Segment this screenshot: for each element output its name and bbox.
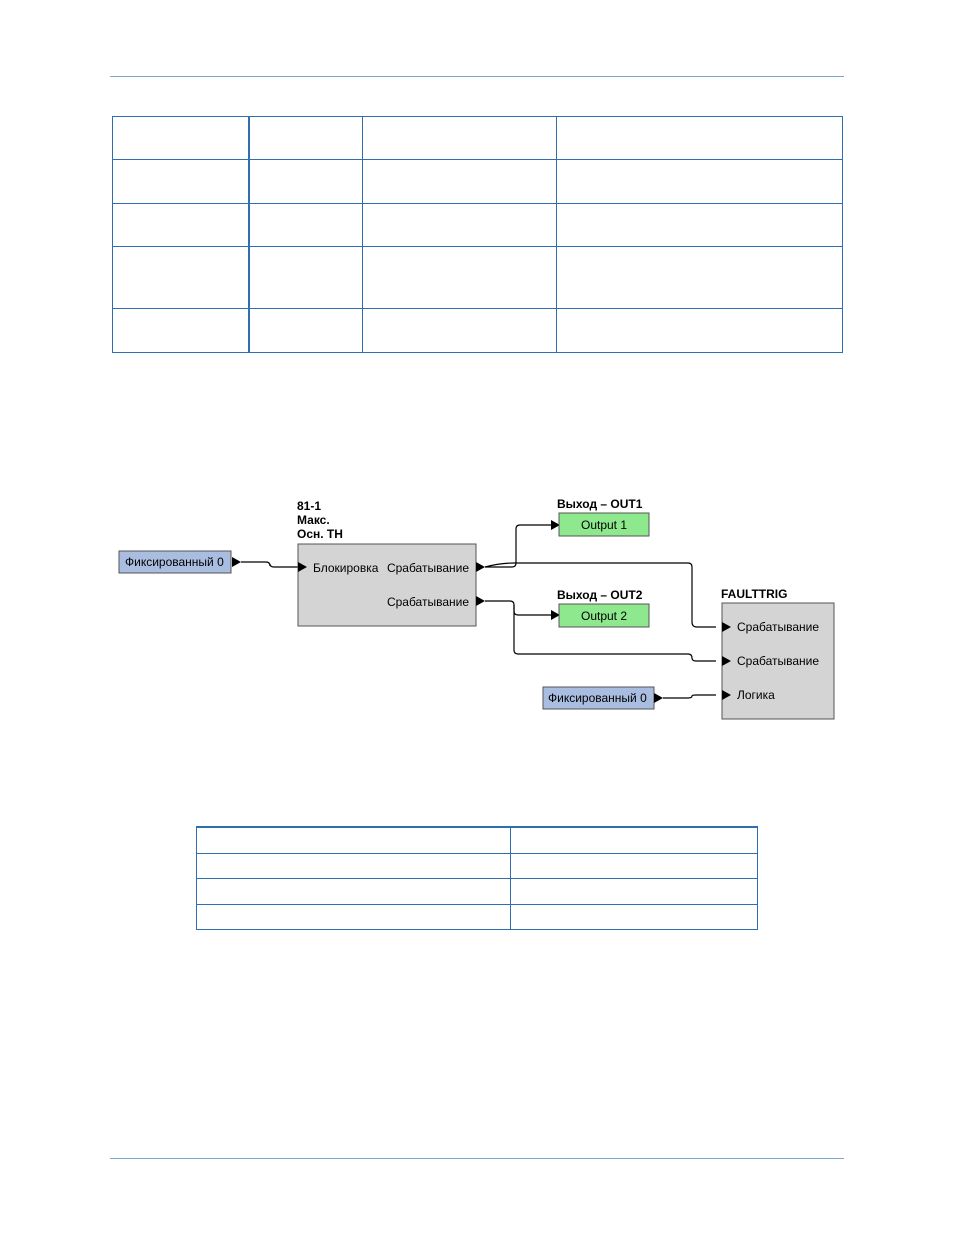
wire-fixed2-to-faulttrig <box>663 694 716 699</box>
table-cell <box>556 203 843 247</box>
block81-output1-label: Срабатывание <box>387 561 469 575</box>
faulttrig-input2-label: Срабатывание <box>737 654 819 668</box>
table-cell <box>112 246 250 309</box>
table-cell <box>112 308 250 353</box>
table-row <box>112 116 843 160</box>
table-cell <box>112 159 250 204</box>
wire-fixed1-to-block <box>241 561 298 568</box>
out1-label: Output 1 <box>581 518 627 532</box>
faulttrig-input3-port-arrow <box>722 690 731 700</box>
table-cell <box>196 877 511 905</box>
table-cell <box>248 246 363 309</box>
block81-output1-port-arrow <box>476 562 485 572</box>
table-cell <box>362 308 557 353</box>
table-cell <box>556 308 843 353</box>
table-cell <box>556 116 843 160</box>
table-cell <box>196 852 511 879</box>
wire-trip1-to-out1 <box>485 524 551 568</box>
out2-port-arrow <box>551 610 560 620</box>
block81-output2-port-arrow <box>476 596 485 606</box>
block81-title-line3: Осн. ТН <box>297 527 343 541</box>
fixed-source-2-port-arrow <box>654 693 663 703</box>
fixed-source-1[interactable] <box>118 550 232 574</box>
fixed-source-1-label: Фиксированный 0 <box>125 555 224 569</box>
out2-title: Выход – OUT2 <box>557 588 643 602</box>
fixed-source-1-port-arrow <box>232 557 241 567</box>
table-cell <box>556 159 843 204</box>
fixed-source-2-label: Фиксированный 0 <box>548 691 647 705</box>
faulttrig-input2-port-arrow <box>722 656 731 666</box>
faulttrig-input3-label: Логика <box>737 688 775 702</box>
table-row <box>196 877 758 905</box>
table-cell <box>556 246 843 309</box>
table-row <box>112 308 843 353</box>
wire-trip2-to-faulttrig <box>513 605 716 662</box>
block81-output2-label: Срабатывание <box>387 595 469 609</box>
table-cell <box>362 203 557 247</box>
faulttrig-input1-port-arrow <box>722 622 731 632</box>
table-row <box>196 826 758 854</box>
table-cell <box>510 877 758 905</box>
footer-rule <box>110 1158 844 1159</box>
table-row <box>196 852 758 879</box>
wire-trip1-to-faulttrig <box>484 562 716 628</box>
top-table <box>112 116 843 353</box>
out2-block[interactable] <box>558 603 650 628</box>
faulttrig-body[interactable] <box>721 602 835 720</box>
faulttrig-title: FAULTTRIG <box>721 587 787 601</box>
out1-block[interactable] <box>558 512 650 537</box>
header-rule <box>110 76 844 77</box>
table-cell <box>362 246 557 309</box>
table-cell <box>196 826 511 854</box>
block81-title-line1: 81-1 <box>297 499 321 513</box>
wires <box>241 524 716 699</box>
out1-title: Выход – OUT1 <box>557 497 643 511</box>
table-row <box>112 203 843 247</box>
table-row <box>112 246 843 309</box>
faulttrig-input1-label: Срабатывание <box>737 620 819 634</box>
table-row <box>196 903 758 930</box>
wire-trip2-to-out2 <box>485 600 551 616</box>
table-cell <box>362 159 557 204</box>
table-cell <box>510 852 758 879</box>
out2-label: Output 2 <box>581 609 627 623</box>
bottom-table <box>196 826 758 930</box>
table-cell <box>112 203 250 247</box>
table-cell <box>510 903 758 930</box>
block81-input-label: Блокировка <box>313 561 379 575</box>
table-cell <box>510 826 758 854</box>
block81-body[interactable] <box>297 543 477 627</box>
out1-port-arrow <box>551 520 560 530</box>
block81-title-line2: Макс. <box>297 513 330 527</box>
table-cell <box>196 903 511 930</box>
block81-input-port-arrow <box>298 562 307 572</box>
